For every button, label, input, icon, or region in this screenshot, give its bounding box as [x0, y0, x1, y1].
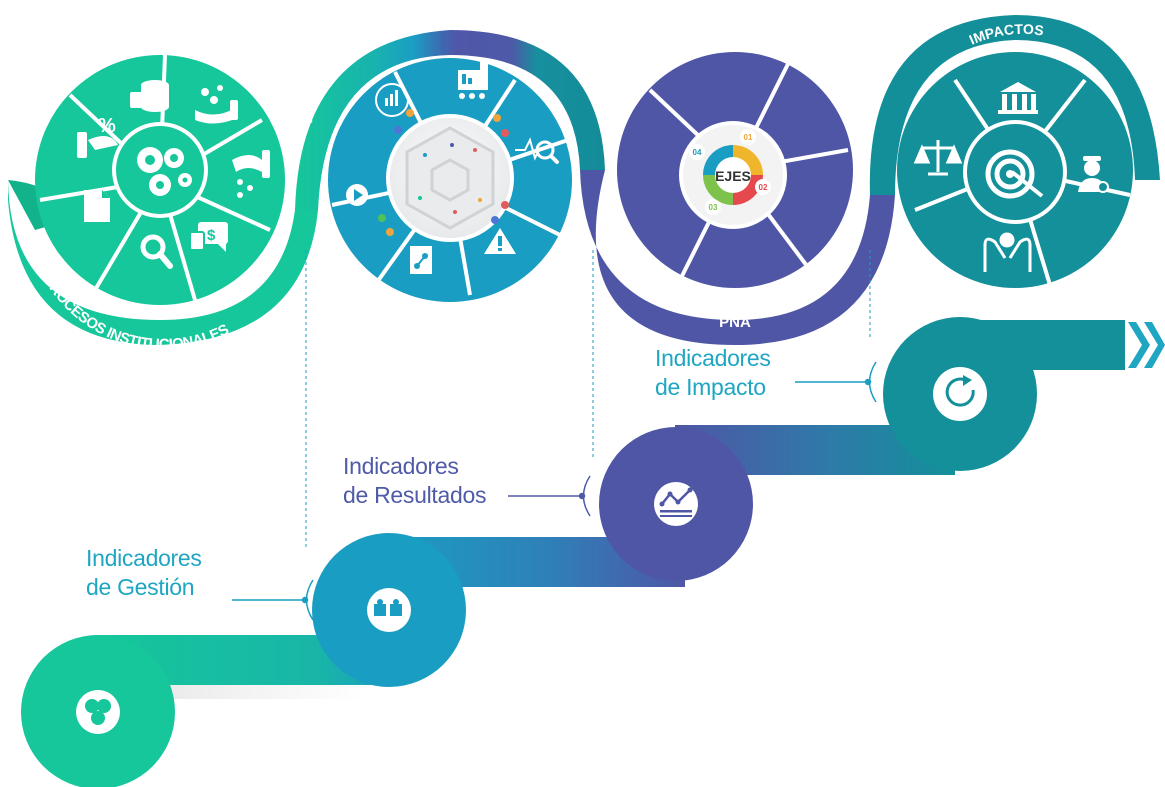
- pna-arc-label: PNA: [719, 314, 751, 331]
- indicadores-gestion-line1: Indicadores: [86, 545, 202, 571]
- database-icon: [130, 80, 169, 112]
- government-building-icon: [998, 82, 1038, 114]
- play-cog-icon: [346, 184, 368, 206]
- search-icon: [140, 234, 173, 269]
- warning-icon: [484, 228, 516, 254]
- indicadores-impacto-label: Indicadores de Impacto: [655, 344, 771, 402]
- impactos-circle: IMPACTOS: [897, 21, 1133, 288]
- pna-circle: EJES 04 01 02 03 PNA: [617, 52, 853, 331]
- steps: [21, 317, 1165, 787]
- eje-01-label: 01: [744, 133, 753, 142]
- ejes-wheel: EJES 04 01 02 03: [689, 129, 771, 215]
- target-icon: [985, 149, 1044, 199]
- hand-chart-icon: [375, 83, 409, 117]
- eje-04-label: 04: [693, 148, 702, 157]
- helping-hands-icon: [983, 232, 1032, 272]
- hexagon-grid-icon: [405, 126, 495, 230]
- dollar-chat-icon: $: [189, 222, 228, 252]
- svg-text:$: $: [207, 227, 216, 244]
- indicadores-gestion-label: Indicadores de Gestión: [86, 544, 202, 602]
- indicadores-impacto-line1: Indicadores: [655, 345, 771, 371]
- indicadores-gestion-line2: de Gestión: [86, 574, 195, 600]
- refresh-icon: [945, 375, 975, 407]
- gears-icon: [137, 147, 192, 196]
- label-connectors: [232, 361, 877, 621]
- eje-02-label: 02: [759, 183, 768, 192]
- indicadores-resultados-label: Indicadores de Resultados: [343, 452, 486, 510]
- puzzle-icon: [374, 599, 402, 616]
- hand-give-icon: [232, 150, 270, 198]
- justice-scale-icon: [913, 140, 963, 176]
- eje-03-label: 03: [709, 203, 718, 212]
- guide-lines: [305, 250, 871, 550]
- ejes-center-label: EJES: [715, 168, 751, 184]
- indicadores-resultados-line1: Indicadores: [343, 453, 459, 479]
- procesos-circle: %: [35, 54, 285, 353]
- magnifier-pulse-icon: [515, 137, 559, 164]
- chat-bubbles-icon: [85, 699, 111, 725]
- indicadores-impacto-line2: de Impacto: [655, 374, 766, 400]
- police-officer-icon: [1078, 156, 1109, 193]
- chevrons-right-icon: [1128, 322, 1165, 368]
- svg-text:%: %: [98, 115, 116, 137]
- indicadores-resultados-line2: de Resultados: [343, 482, 487, 508]
- report-icon: [410, 246, 432, 274]
- percent-hand-icon: %: [77, 115, 118, 158]
- trend-line-icon: [659, 487, 693, 517]
- presentation-board-icon: [458, 62, 488, 99]
- hand-coins-icon: [195, 85, 238, 124]
- document-icon: [84, 190, 110, 222]
